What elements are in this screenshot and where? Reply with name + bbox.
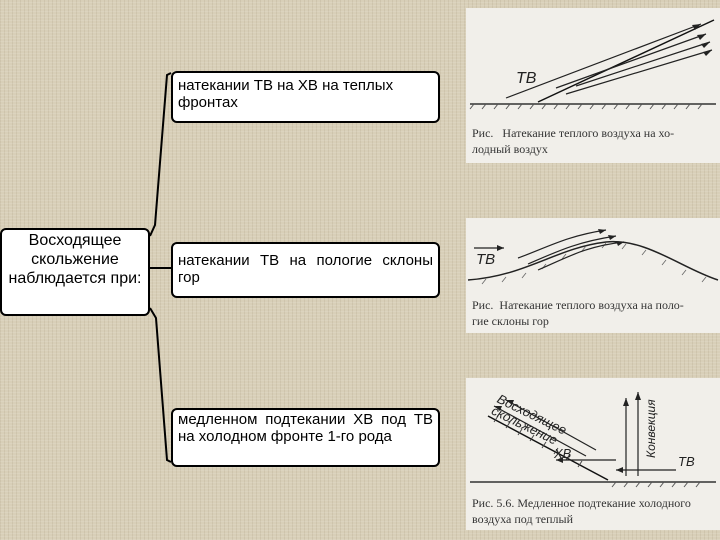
cold-front-drawing <box>470 392 716 488</box>
branch-box-cold-front: медленном подтекании ХВ под ТВ на холодн… <box>171 408 440 467</box>
figure-3-caption-line2: воздуха под теплый <box>472 512 574 526</box>
branch-text-warm-fronts: натекании ТВ на ХВ на теплых фронтах <box>178 77 394 111</box>
warm-air-label: ТВ <box>516 70 537 87</box>
warm-air-label-2: ТВ <box>476 251 496 268</box>
mountain-slope-drawing <box>467 229 719 285</box>
figure-3-caption-line1: Рис. 5.6. Медленное подтекание холодного <box>472 496 691 510</box>
warm-front-drawing <box>469 19 716 110</box>
branch-text-mountain-slopes: натекании ТВ на пологие склоны гор <box>178 252 433 286</box>
figure-2-caption-line2: гие склоны гор <box>472 314 549 328</box>
branch-box-mountain-slopes: натекании ТВ на пологие склоны гор <box>171 242 440 298</box>
cold-air-label: ХВ <box>554 446 572 461</box>
warm-air-label-3: ТВ <box>678 454 695 469</box>
figure-mountain-slope: ТВ Рис. Натекание теплого воздуха на пол… <box>466 218 720 333</box>
root-concept-text: Восходящее скольжение наблюдается при: <box>8 232 142 287</box>
figure-1-caption-line1: Рис. Натекание теплого воздуха на хо- <box>472 126 675 140</box>
convection-label: Конвекция <box>644 399 658 458</box>
figure-warm-front: ТВ Рис. Натекание теплого воздуха на хо-… <box>466 8 720 163</box>
figure-1-caption-line2: лодный воздух <box>472 142 548 156</box>
branch-box-warm-fronts: натекании ТВ на ХВ на теплых фронтах <box>171 71 440 123</box>
figure-2-caption-line1: Рис. Натекание теплого воздуха на поло- <box>472 298 684 312</box>
figure-cold-front: Восходящее скольжение Конвекция ХВ ТВ Ри… <box>466 378 720 530</box>
branch-text-cold-front: медленном подтекании ХВ под ТВ на холодн… <box>178 411 433 445</box>
root-concept-box: Восходящее скольжение наблюдается при: <box>0 228 150 316</box>
